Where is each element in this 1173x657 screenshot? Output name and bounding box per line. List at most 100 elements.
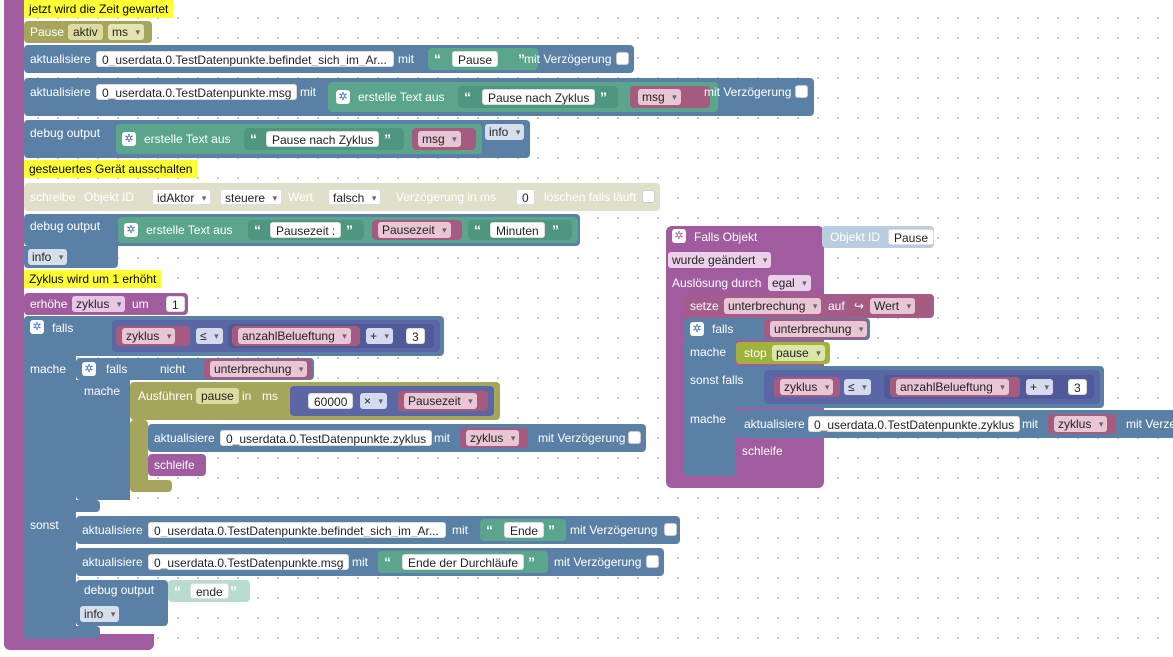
else-update-block-1[interactable]: aktualisiere 0_userdata.0.TestDatenpunkt…: [76, 516, 680, 544]
clear-checkbox[interactable]: [642, 190, 655, 203]
text-block[interactable]: “ Pause ”: [428, 48, 538, 70]
arith-operator-dropdown[interactable]: ×: [360, 393, 388, 409]
variable-dropdown[interactable]: Pausezeit: [378, 222, 451, 238]
debug-block-1[interactable]: debug output ✲ erstelle Text aus “ Pause…: [24, 120, 530, 158]
text-value[interactable]: Pause nach Zyklus: [266, 131, 380, 147]
timeout-name[interactable]: pause: [196, 388, 239, 404]
text-value[interactable]: Minuten: [490, 222, 545, 238]
gear-icon[interactable]: ✲: [82, 362, 96, 376]
text-value[interactable]: ende: [190, 583, 229, 599]
gear-icon[interactable]: ✲: [690, 322, 704, 336]
if-block-3[interactable]: ✲ falls unterbrechung: [684, 318, 870, 340]
gear-icon[interactable]: ✲: [336, 90, 350, 104]
outer-block-spine[interactable]: [4, 0, 24, 645]
create-text-block[interactable]: ✲ erstelle Text aus “ Pause nach Zyklus …: [328, 82, 718, 112]
comment-device-off[interactable]: gesteuertes Gerät ausschalten: [24, 160, 198, 178]
mode-dropdown[interactable]: steuere: [220, 189, 283, 206]
variable-block[interactable]: anzahlBelueftung: [890, 377, 1020, 397]
variable-block[interactable]: Pausezeit: [398, 391, 488, 411]
text-value[interactable]: Ende: [504, 522, 545, 538]
cause-dropdown[interactable]: egal: [768, 275, 811, 291]
stop-block[interactable]: stop pause: [736, 342, 830, 364]
if-block-2[interactable]: ✲ falls nicht unterbrechung: [76, 358, 314, 380]
set-block[interactable]: setze unterbrechung auf ↪ Wert: [684, 294, 934, 318]
text-block[interactable]: “ Pausezeit : ”: [248, 220, 364, 240]
delay-ms-field[interactable]: 0: [516, 189, 535, 205]
object-id-dropdown[interactable]: idAktor: [152, 189, 212, 206]
operator-dropdown[interactable]: ≤: [844, 379, 871, 395]
delay-checkbox[interactable]: [628, 431, 641, 444]
value-dropdown[interactable]: Wert: [870, 298, 916, 314]
number-field[interactable]: 3: [406, 328, 425, 344]
update-block-1[interactable]: aktualisiere 0_userdata.0.TestDatenpunkt…: [24, 45, 634, 73]
comment-cycle-inc[interactable]: Zyklus wird um 1 erhöht: [24, 270, 162, 288]
number-field[interactable]: 60000: [308, 393, 354, 409]
variable-dropdown[interactable]: msg: [638, 89, 681, 105]
arith-operator-dropdown[interactable]: +: [366, 328, 394, 344]
level-dropdown[interactable]: info: [28, 249, 68, 265]
arith-block[interactable]: anzahlBelueftung + 3: [228, 324, 434, 348]
write-block[interactable]: schreibe Objekt ID idAktor steuere Wert …: [24, 183, 660, 211]
arith-operator-dropdown[interactable]: +: [1026, 379, 1054, 395]
update-target-field[interactable]: 0_userdata.0.TestDatenpunkte.msg: [148, 554, 350, 570]
variable-dropdown[interactable]: zyklus: [1054, 416, 1108, 432]
variable-dropdown[interactable]: anzahlBelueftung: [896, 379, 1009, 395]
variable-block[interactable]: unterbrechung: [204, 359, 312, 379]
variable-block[interactable]: zyklus: [116, 326, 190, 346]
variable-dropdown[interactable]: zyklus: [466, 430, 520, 446]
level-dropdown[interactable]: info: [485, 124, 525, 140]
timeout-block[interactable]: Ausführen pause in ms 60000 × Pausezeit: [130, 382, 500, 420]
variable-dropdown[interactable]: unterbrechung: [724, 298, 822, 314]
variable-block[interactable]: anzahlBelueftung: [232, 326, 360, 346]
compare-block[interactable]: zyklus ≤ anzahlBelueftung + 3: [112, 320, 440, 352]
variable-dropdown[interactable]: msg: [418, 131, 461, 147]
variable-dropdown[interactable]: zyklus: [780, 379, 834, 395]
text-block[interactable]: “ Minuten ”: [468, 220, 572, 240]
variable-block[interactable]: zyklus: [1048, 414, 1116, 434]
text-value[interactable]: Pause: [452, 51, 499, 67]
pause-value[interactable]: aktiv: [68, 24, 103, 40]
pause-unit-dropdown[interactable]: ms: [108, 24, 144, 40]
variable-block[interactable]: zyklus: [460, 428, 528, 448]
variable-dropdown[interactable]: zyklus: [72, 296, 126, 312]
update-target-field[interactable]: 0_userdata.0.TestDatenpunkte.befindet_si…: [148, 522, 446, 538]
pause-block[interactable]: Pause aktiv ms: [24, 21, 152, 43]
variable-block[interactable]: zyklus: [774, 377, 840, 397]
delay-checkbox[interactable]: [664, 523, 677, 536]
text-block[interactable]: “ Ende ”: [480, 519, 566, 541]
update-target-field[interactable]: 0_userdata.0.TestDatenpunkte.zyklus: [808, 416, 1021, 432]
arith-block[interactable]: anzahlBelueftung + 3: [884, 375, 1094, 399]
text-value[interactable]: Pausezeit :: [270, 222, 342, 238]
object-id-block[interactable]: Objekt ID Pause: [822, 226, 935, 248]
loop-block-1[interactable]: schleife: [148, 454, 206, 476]
gear-icon[interactable]: ✲: [122, 132, 136, 146]
if-block-1[interactable]: ✲ falls zyklus ≤ anzahlBelueftung + 3: [24, 316, 444, 356]
compare-block[interactable]: zyklus ≤ anzahlBelueftung + 3: [764, 370, 1100, 404]
debug-block-2[interactable]: debug output ✲ erstelle Text aus “ Pause…: [24, 214, 580, 246]
value-block[interactable]: ↪ Wert: [848, 296, 930, 316]
object-id-field[interactable]: Pause: [888, 229, 935, 245]
variable-dropdown[interactable]: zyklus: [122, 328, 176, 344]
operator-dropdown[interactable]: ≤: [196, 328, 223, 344]
text-value[interactable]: Ende der Durchläufe: [402, 554, 525, 570]
text-block[interactable]: “ Pause nach Zyklus ”: [244, 128, 404, 150]
increment-block[interactable]: erhöhe zyklus um 1: [24, 293, 188, 315]
create-text-block[interactable]: ✲ erstelle Text aus “ Pausezeit : ” Paus…: [118, 217, 578, 243]
delay-checkbox[interactable]: [616, 52, 629, 65]
update-block-4[interactable]: aktualisiere 0_userdata.0.TestDatenpunkt…: [736, 410, 1173, 438]
text-block[interactable]: “ Pause nach Zyklus ”: [458, 86, 618, 108]
update-target-field[interactable]: 0_userdata.0.TestDatenpunkte.zyklus: [220, 430, 433, 446]
else-update-block-2[interactable]: aktualisiere 0_userdata.0.TestDatenpunkt…: [76, 548, 664, 576]
number-field[interactable]: 3: [1068, 379, 1087, 395]
text-value[interactable]: Pause nach Zyklus: [482, 89, 596, 105]
debug-level-tail[interactable]: info: [24, 246, 118, 268]
variable-dropdown[interactable]: unterbrechung: [210, 361, 308, 377]
create-text-block[interactable]: ✲ erstelle Text aus “ Pause nach Zyklus …: [116, 124, 482, 154]
increment-value[interactable]: 1: [166, 296, 185, 312]
gear-icon[interactable]: ✲: [30, 320, 44, 334]
stop-dropdown[interactable]: pause: [772, 345, 825, 361]
else-debug-block[interactable]: debug output info: [76, 580, 168, 626]
text-block[interactable]: “ Ende der Durchläufe ”: [378, 551, 548, 573]
delay-checkbox[interactable]: [795, 85, 808, 98]
variable-block[interactable]: unterbrechung: [764, 319, 868, 339]
